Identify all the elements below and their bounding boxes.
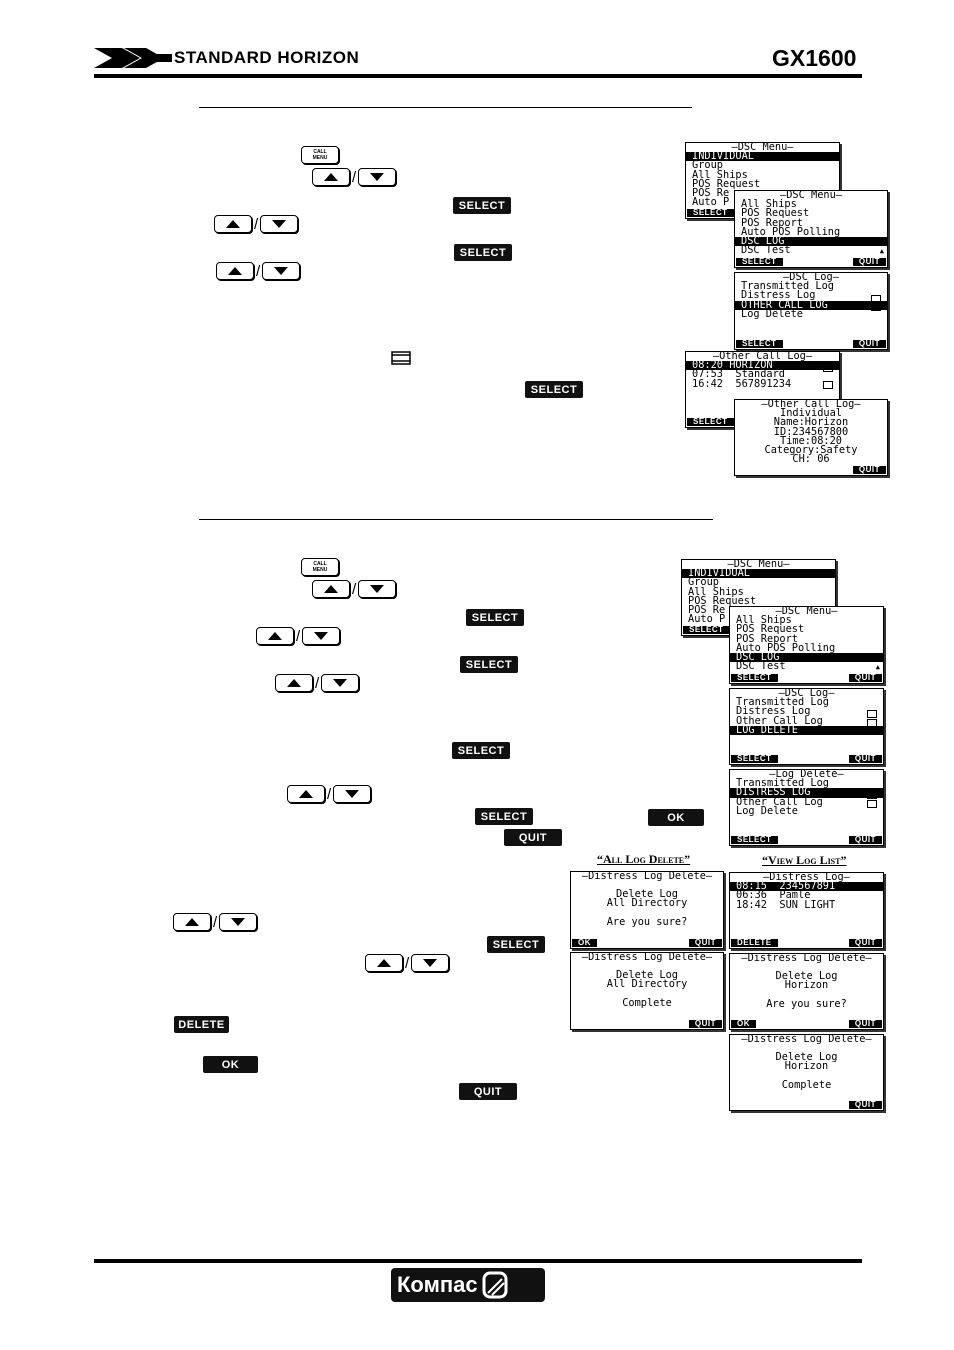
- ok-key-icon: OK: [648, 809, 704, 826]
- up-arrow-key-icon: [287, 785, 325, 803]
- envelope-icon: [867, 719, 877, 727]
- up-down-keys: /: [256, 626, 341, 646]
- envelope-icon: [871, 295, 881, 303]
- standard-horizon-logo-icon: [94, 48, 172, 68]
- envelope-icon: [823, 381, 833, 389]
- up-down-keys: /: [216, 261, 301, 281]
- up-down-keys: /: [312, 579, 397, 599]
- view-log-list-heading: “View Log List”: [762, 853, 847, 867]
- section-2-rule: [199, 519, 713, 520]
- select-key-icon: SELECT: [454, 244, 512, 261]
- up-arrow-key-icon: [214, 215, 252, 233]
- down-arrow-key-icon: [321, 674, 360, 692]
- header-rule: [94, 74, 862, 78]
- brand-name: STANDARD HORIZON: [174, 48, 360, 67]
- footer-rule: [94, 1259, 862, 1263]
- ok-key-icon: OK: [203, 1056, 258, 1073]
- one-delete-confirm-screen: —Distress Log Delete— Delete Log Horizon…: [729, 953, 884, 1030]
- all-delete-confirm-screen: —Distress Log Delete— Delete Log All Dir…: [570, 871, 724, 949]
- up-down-keys: /: [173, 912, 258, 932]
- up-arrow-key-icon: [216, 262, 254, 280]
- other-call-detail-screen: —Other Call Log— Individual Name:Horizon…: [734, 399, 888, 476]
- select-key-icon: SELECT: [487, 936, 545, 953]
- up-down-keys: /: [275, 673, 360, 693]
- down-arrow-key-icon: [333, 785, 372, 803]
- quit-key-icon: QUIT: [504, 829, 562, 846]
- up-arrow-key-icon: [312, 580, 350, 598]
- envelope-icon: [867, 710, 877, 718]
- scroll-arrow-icon: ▲: [879, 247, 884, 255]
- up-down-keys: /: [365, 953, 450, 973]
- down-arrow-key-icon: [411, 954, 450, 972]
- select-key-icon: SELECT: [460, 656, 518, 673]
- down-arrow-key-icon: [358, 580, 397, 598]
- scroll-arrow-icon: ▲: [875, 663, 880, 671]
- down-arrow-key-icon: [302, 627, 341, 645]
- down-arrow-key-icon: [260, 215, 299, 233]
- up-arrow-key-icon: [275, 674, 313, 692]
- select-key-icon: SELECT: [452, 742, 510, 759]
- down-arrow-key-icon: [262, 262, 301, 280]
- dsc-menu-screen: —DSC Menu— All Ships POS Request POS Rep…: [729, 606, 884, 684]
- envelope-icon: [871, 303, 881, 311]
- select-key-icon: SELECT: [525, 381, 583, 398]
- quit-key-icon: QUIT: [459, 1083, 517, 1100]
- up-down-keys: /: [214, 214, 299, 234]
- up-down-keys: /: [312, 167, 397, 187]
- up-arrow-key-icon: [173, 913, 211, 931]
- up-down-keys: /: [287, 784, 372, 804]
- dsc-menu-screen: —DSC Menu— All Ships POS Request POS Rep…: [734, 190, 888, 268]
- envelope-icon: [867, 800, 877, 808]
- kompas-logo-mark-icon: [482, 1271, 508, 1299]
- model-name: GX1600: [772, 45, 857, 71]
- envelope-icon: [867, 791, 877, 799]
- up-arrow-key-icon: [312, 168, 350, 186]
- up-arrow-key-icon: [365, 954, 403, 972]
- one-delete-complete-screen: —Distress Log Delete— Delete Log Horizon…: [729, 1034, 884, 1111]
- select-key-icon: SELECT: [466, 609, 524, 626]
- distress-log-screen: —Distress Log— 08:15 234567891 06:36 Pam…: [729, 872, 884, 949]
- all-log-delete-heading: “All Log Delete”: [597, 852, 691, 866]
- dsc-log-screen: —DSC Log— Transmitted Log Distress Log O…: [729, 688, 884, 765]
- down-arrow-key-icon: [219, 913, 258, 931]
- all-delete-complete-screen: —Distress Log Delete— Delete Log All Dir…: [570, 952, 724, 1030]
- envelope-icon: [823, 364, 833, 372]
- select-key-icon: SELECT: [453, 197, 511, 214]
- select-key-icon: SELECT: [475, 808, 533, 825]
- envelope-icon: [391, 351, 411, 365]
- up-arrow-key-icon: [256, 627, 294, 645]
- section-1-rule: [199, 107, 692, 108]
- delete-key-icon: DELETE: [174, 1016, 229, 1033]
- kompas-logo: Компас: [391, 1268, 545, 1302]
- dsc-log-screen: —DSC Log— Transmitted Log Distress Log O…: [734, 272, 888, 350]
- log-delete-screen: —Log Delete— Transmitted Log DISTRESS LO…: [729, 769, 884, 846]
- down-arrow-key-icon: [358, 168, 397, 186]
